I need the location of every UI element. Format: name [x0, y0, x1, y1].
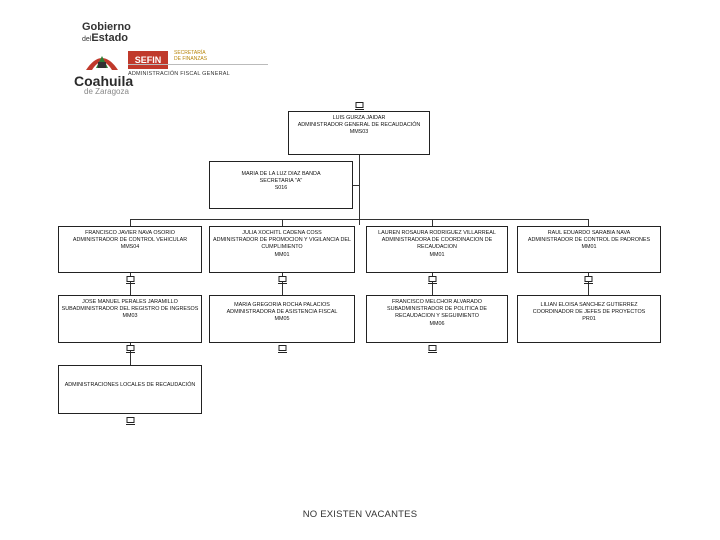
node-position: ADMINISTRADOR GENERAL DE RECAUDACIÓN: [297, 122, 421, 129]
vacancy-note: NO EXISTEN VACANTES: [302, 509, 418, 520]
node-position: ADMINISTRADORA DE ASISTENCIA FISCAL: [226, 309, 338, 316]
connector-line: [130, 219, 131, 226]
admin-title: ADMINISTRACIÓN FISCAL GENERAL: [128, 71, 230, 77]
node-code: MM01: [429, 251, 445, 258]
org-chart-icon: [126, 345, 135, 353]
connector-line: [130, 273, 131, 295]
node-code: MMS03: [349, 129, 369, 136]
node-position: ADMINISTRADOR DE CONTROL DE PADRONES: [527, 237, 651, 244]
node-name: MARIA GREGORIA ROCHA PALACIOS: [234, 302, 330, 308]
node-administrador-general[interactable]: LUIS GURZA JAIDAR ADMINISTRADOR GENERAL …: [288, 111, 430, 155]
estado-text: Estado: [91, 32, 129, 44]
del-text: del: [82, 36, 92, 43]
connector-line: [353, 185, 359, 186]
node-position: ADMINISTRADOR DE CONTROL VEHICULAR: [72, 237, 188, 244]
org-chart-icon: [584, 276, 593, 284]
state-name: Coahuila: [74, 73, 134, 89]
node-name: JOSE MANUEL PERALES JARAMILLO: [82, 299, 178, 305]
node-name: FRANCISCO MELCHOR ALVARADO: [392, 299, 482, 305]
connector-line: [588, 273, 589, 295]
connector-line: [432, 273, 433, 295]
node-code: MM01: [581, 244, 597, 251]
header-divider: [128, 64, 268, 65]
connector-line: [588, 219, 589, 226]
node-control-vehicular[interactable]: FRANCISCO JAVIER NAVA OSORIO ADMINISTRAD…: [58, 226, 202, 273]
connector-line: [432, 219, 433, 226]
node-name: LUIS GURZA JAIDAR: [332, 115, 386, 121]
org-chart-icon: [355, 102, 364, 110]
node-position: SUBADMINISTRADOR DEL REGISTRO DE INGRESO…: [61, 306, 199, 313]
org-chart-icon: [278, 276, 287, 284]
org-chart-icon: [126, 276, 135, 284]
org-chart-icon: [428, 276, 437, 284]
node-registro-ingresos[interactable]: JOSE MANUEL PERALES JARAMILLO SUBADMINIS…: [58, 295, 202, 343]
node-position: SUBADMINISTRADOR DE POLITICA DE RECAUDAC…: [386, 306, 488, 320]
node-position: ADMINISTRADORA DE COORDINACION DE RECAUD…: [381, 237, 493, 251]
node-coordinacion-recaudacion[interactable]: LAUREN ROSAURA RODRIGUEZ VILLARREAL ADMI…: [366, 226, 508, 273]
node-name: MARIA DE LA LUZ DIAZ BANDA: [241, 171, 321, 177]
connector-line: [359, 155, 360, 225]
node-name: LAUREN ROSAURA RODRIGUEZ VILLARREAL: [378, 230, 496, 236]
node-code: MM05: [274, 316, 290, 323]
node-politica-recaudacion[interactable]: FRANCISCO MELCHOR ALVARADO SUBADMINISTRA…: [366, 295, 508, 343]
node-position: COORDINADOR DE JEFES DE PROYECTOS: [532, 309, 646, 316]
node-asistencia-fiscal[interactable]: MARIA GREGORIA ROCHA PALACIOS ADMINISTRA…: [209, 295, 355, 343]
node-position: ADMINISTRADOR DE PROMOCION Y VIGILANCIA …: [213, 237, 351, 251]
node-jefes-proyectos[interactable]: LILIAN ELOISA SANCHEZ GUTIERREZ COORDINA…: [517, 295, 661, 343]
node-name: LILIAN ELOISA SANCHEZ GUTIERREZ: [540, 302, 638, 308]
connector-line: [130, 219, 588, 220]
connector-line: [130, 343, 131, 365]
government-logo: Gobierno delEstado Coahuila de Zaragoza …: [66, 18, 276, 98]
state-suffix: de Zaragoza: [84, 87, 129, 96]
node-code: S016: [274, 185, 288, 192]
node-name: RAUL EDUARDO SARABIA NAVA: [547, 230, 631, 236]
gobierno-text: Gobierno: [82, 21, 131, 33]
node-administraciones-locales[interactable]: ADMINISTRACIONES LOCALES DE RECAUDACIÓN: [58, 365, 202, 414]
node-code: MMS04: [120, 244, 140, 251]
node-name: ADMINISTRACIONES LOCALES DE RECAUDACIÓN: [64, 382, 196, 388]
coat-of-arms-icon: [86, 56, 118, 70]
org-chart-icon: [278, 345, 287, 353]
node-code: MM03: [122, 313, 138, 320]
connector-line: [282, 273, 283, 295]
sefin-badge: SEFIN: [128, 51, 168, 69]
node-control-padrones[interactable]: RAUL EDUARDO SARABIA NAVA ADMINISTRADOR …: [517, 226, 661, 273]
connector-line: [282, 219, 283, 226]
node-secretaria[interactable]: MARIA DE LA LUZ DIAZ BANDA SECRETARIA "A…: [209, 161, 353, 209]
node-position: SECRETARIA "A": [259, 178, 303, 185]
node-promocion-vigilancia[interactable]: JULIA XOCHITL CADENA COSS ADMINISTRADOR …: [209, 226, 355, 273]
node-code: MM06: [429, 320, 445, 327]
node-name: FRANCISCO JAVIER NAVA OSORIO: [85, 230, 175, 236]
node-name: JULIA XOCHITL CADENA COSS: [242, 230, 322, 236]
node-code: MM01: [274, 251, 290, 258]
org-chart-icon: [428, 345, 437, 353]
sefin-subtitle: SECRETARÍA DE FINANZAS: [174, 50, 208, 62]
org-chart-icon: [126, 417, 135, 425]
gobierno-label: Gobierno delEstado: [82, 22, 131, 45]
node-code: PR01: [582, 316, 596, 323]
